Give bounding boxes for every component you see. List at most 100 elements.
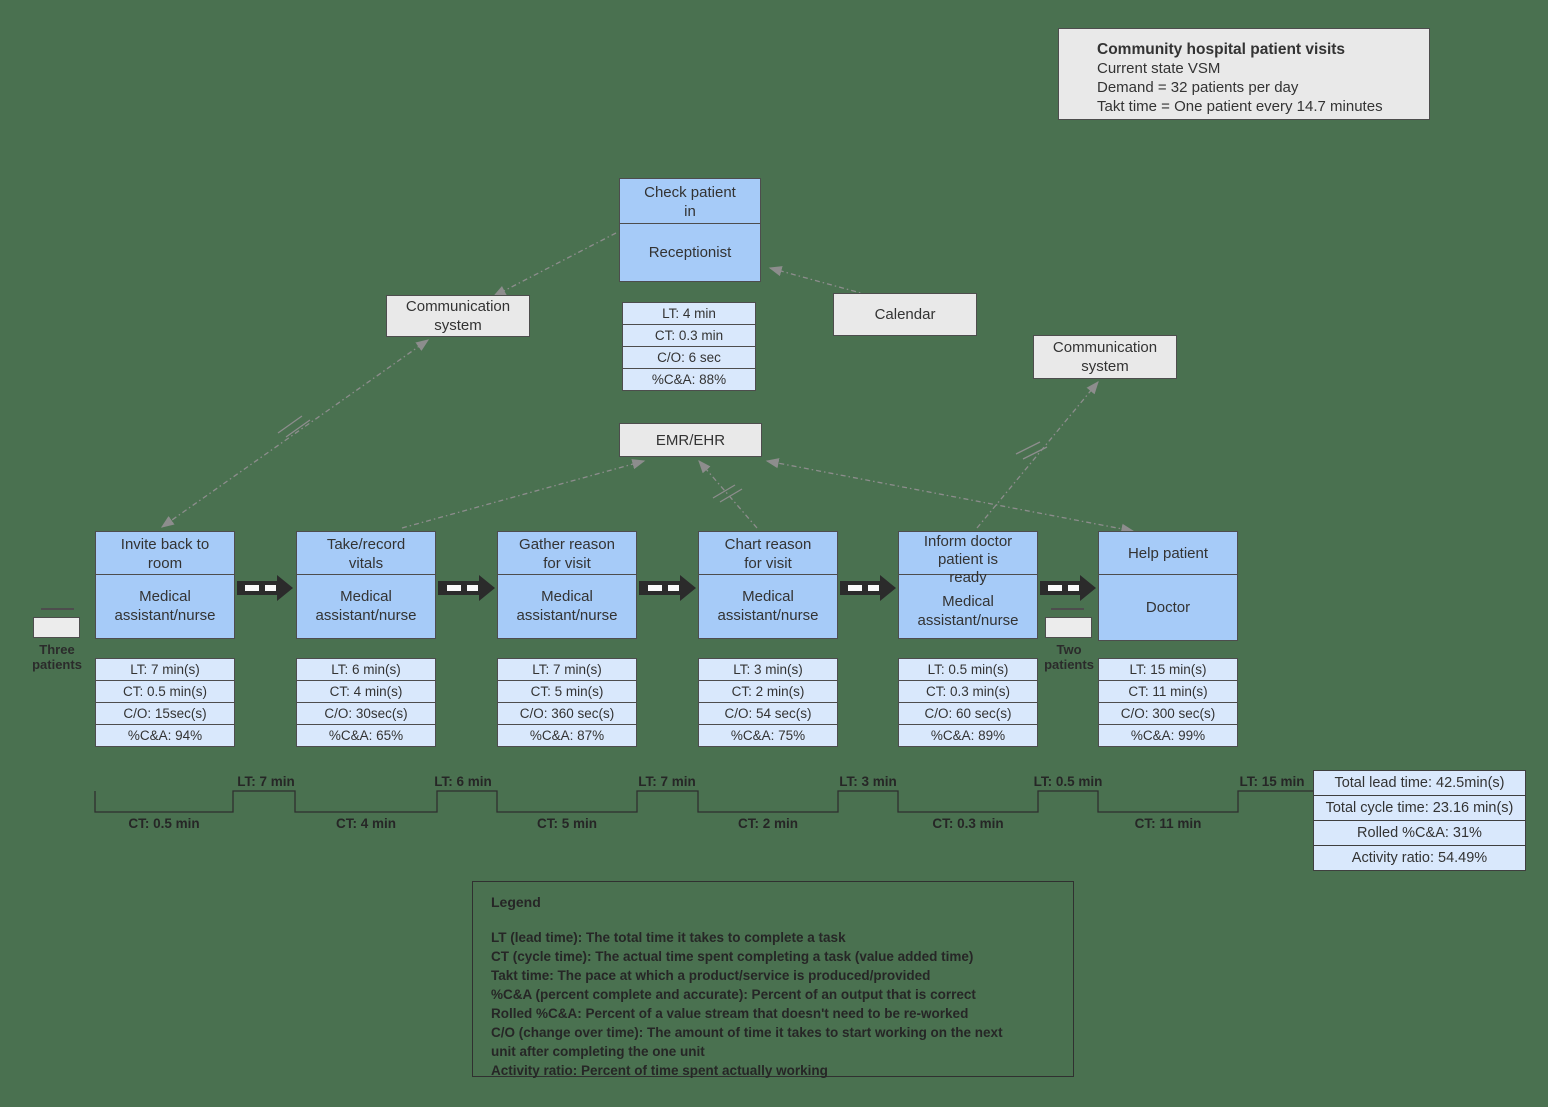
metric-row: C/O: 60 sec(s) [898, 702, 1038, 725]
timeline-lt-label: LT: 7 min [638, 774, 696, 789]
entity-label: EMR/EHR [655, 431, 726, 449]
metric-row: LT: 4 min [622, 302, 756, 325]
process-box-gather-reason[interactable]: Gather reason for visit Medical assistan… [497, 531, 637, 639]
metric-row: %C&A: 65% [296, 724, 436, 747]
timeline-lt-label: LT: 3 min [839, 774, 897, 789]
metrics-inform-doctor[interactable]: LT: 0.5 min(s) CT: 0.3 min(s) C/O: 60 se… [898, 658, 1038, 747]
lightning-mark [1015, 441, 1048, 460]
legend-title: Legend [491, 894, 541, 910]
timeline-ct-label: CT: 4 min [335, 816, 397, 831]
timeline-lt-label: LT: 6 min [434, 774, 492, 789]
metrics-check-patient-in[interactable]: LT: 4 min CT: 0.3 min C/O: 6 sec %C&A: 8… [622, 302, 756, 391]
process-box-check-patient-in[interactable]: Check patient in Receptionist [619, 178, 761, 282]
timeline-ct-label: CT: 0.5 min [128, 816, 200, 831]
metric-row: %C&A: 94% [95, 724, 235, 747]
metrics-help-patient[interactable]: LT: 15 min(s) CT: 11 min(s) C/O: 300 sec… [1098, 658, 1238, 747]
info-box-line: Demand = 32 patients per day [1097, 79, 1299, 96]
inventory-label: Two patients [1044, 642, 1094, 672]
metric-row: CT: 4 min(s) [296, 680, 436, 703]
process-role: Medical assistant/nurse [315, 588, 417, 624]
process-box-inform-doctor[interactable]: Inform doctor patient is ready Medical a… [898, 531, 1038, 639]
metric-row: C/O: 15sec(s) [95, 702, 235, 725]
metric-row: CT: 0.3 min(s) [898, 680, 1038, 703]
inventory-icon-two-patients[interactable] [1045, 617, 1092, 638]
lightning-mark [277, 415, 311, 438]
metric-row: C/O: 54 sec(s) [698, 702, 838, 725]
metric-row: C/O: 30sec(s) [296, 702, 436, 725]
metrics-invite-back-to-room[interactable]: LT: 7 min(s) CT: 0.5 min(s) C/O: 15sec(s… [95, 658, 235, 747]
metric-row: LT: 7 min(s) [95, 658, 235, 681]
legend-line: Rolled %C&A: Percent of a value stream t… [491, 1006, 969, 1021]
metrics-take-record-vitals[interactable]: LT: 6 min(s) CT: 4 min(s) C/O: 30sec(s) … [296, 658, 436, 747]
timeline-lt-label: LT: 7 min [237, 774, 295, 789]
entity-emr-ehr[interactable]: EMR/EHR [619, 423, 762, 457]
entity-calendar[interactable]: Calendar [833, 293, 977, 336]
entity-communication-system-right[interactable]: Communication system [1033, 335, 1177, 379]
metric-row: LT: 15 min(s) [1098, 658, 1238, 681]
rolled-pca: Rolled %C&A: 31% [1313, 820, 1526, 846]
legend-line: CT (cycle time): The actual time spent c… [491, 949, 974, 964]
timeline-ct-label: CT: 11 min [1134, 816, 1202, 831]
legend-line: C/O (change over time): The amount of ti… [491, 1025, 1003, 1059]
entity-label: Communication system [405, 298, 511, 334]
entity-label: Calendar [874, 306, 936, 323]
metric-row: %C&A: 87% [497, 724, 637, 747]
timeline-ct-label: CT: 2 min [737, 816, 799, 831]
metric-row: LT: 7 min(s) [497, 658, 637, 681]
push-arrows [237, 575, 1096, 601]
process-role: Medical assistant/nurse [717, 588, 819, 624]
connector-checkin-comm-left [492, 232, 617, 297]
legend-line: %C&A (percent complete and accurate): Pe… [491, 987, 976, 1002]
metric-row: %C&A: 75% [698, 724, 838, 747]
connector-comm-left-invite [160, 339, 430, 528]
metric-row: CT: 11 min(s) [1098, 680, 1238, 703]
info-box[interactable]: Community hospital patient visits Curren… [1058, 28, 1430, 120]
entity-communication-system-left[interactable]: Communication system [386, 295, 530, 337]
metric-row: C/O: 360 sec(s) [497, 702, 637, 725]
total-cycle-time: Total cycle time: 23.16 min(s) [1313, 795, 1526, 821]
lightning-mark [712, 484, 743, 503]
process-title: Help patient [1127, 545, 1209, 562]
process-role: Medical assistant/nurse [516, 588, 618, 624]
metrics-chart-reason[interactable]: LT: 3 min(s) CT: 2 min(s) C/O: 54 sec(s)… [698, 658, 838, 747]
process-title: Invite back to room [120, 535, 210, 572]
metric-row: C/O: 300 sec(s) [1098, 702, 1238, 725]
process-box-help-patient[interactable]: Help patient Doctor [1098, 531, 1238, 641]
connector-emr-help [765, 458, 1135, 534]
legend-line: Activity ratio: Percent of time spent ac… [491, 1063, 828, 1078]
metric-row: CT: 0.5 min(s) [95, 680, 235, 703]
process-role: Doctor [1145, 598, 1191, 616]
info-box-line: Takt time = One patient every 14.7 minut… [1097, 98, 1383, 115]
process-box-take-record-vitals[interactable]: Take/record vitals Medical assistant/nur… [296, 531, 436, 639]
process-box-invite-back-to-room[interactable]: Invite back to room Medical assistant/nu… [95, 531, 235, 639]
connector-chart-emr [698, 460, 758, 529]
metric-row: C/O: 6 sec [622, 346, 756, 369]
process-title: Check patient in [644, 183, 736, 220]
metric-row: CT: 5 min(s) [497, 680, 637, 703]
connector-inform-comm-right [976, 380, 1099, 529]
timeline-lt-label: LT: 0.5 min [1033, 774, 1103, 789]
timeline-ct-label: CT: 5 min [536, 816, 598, 831]
process-title: Gather reason for visit [519, 535, 615, 572]
process-box-chart-reason[interactable]: Chart reason for visit Medical assistant… [698, 531, 838, 639]
push-arrow [840, 575, 896, 601]
activity-ratio: Activity ratio: 54.49% [1313, 845, 1526, 871]
process-title: Inform doctor patient is ready [923, 533, 1013, 586]
metrics-gather-reason[interactable]: LT: 7 min(s) CT: 5 min(s) C/O: 360 sec(s… [497, 658, 637, 747]
total-lead-time: Total lead time: 42.5min(s) [1313, 770, 1526, 796]
inventory-label: Three patients [32, 642, 82, 672]
process-role: Medical assistant/nurse [917, 593, 1019, 629]
inventory-icon-three-patients[interactable] [33, 617, 80, 638]
push-arrow [237, 575, 293, 601]
legend-line: LT (lead time): The total time it takes … [491, 930, 846, 945]
timeline-ct-label: CT: 0.3 min [932, 816, 1004, 831]
timeline-ladder [94, 790, 1313, 813]
info-box-line: Current state VSM [1097, 60, 1221, 77]
push-arrow [639, 575, 696, 601]
totals-box[interactable]: Total lead time: 42.5min(s) Total cycle … [1313, 770, 1526, 871]
metric-row: %C&A: 99% [1098, 724, 1238, 747]
process-role: Medical assistant/nurse [114, 588, 216, 624]
metric-row: LT: 0.5 min(s) [898, 658, 1038, 681]
